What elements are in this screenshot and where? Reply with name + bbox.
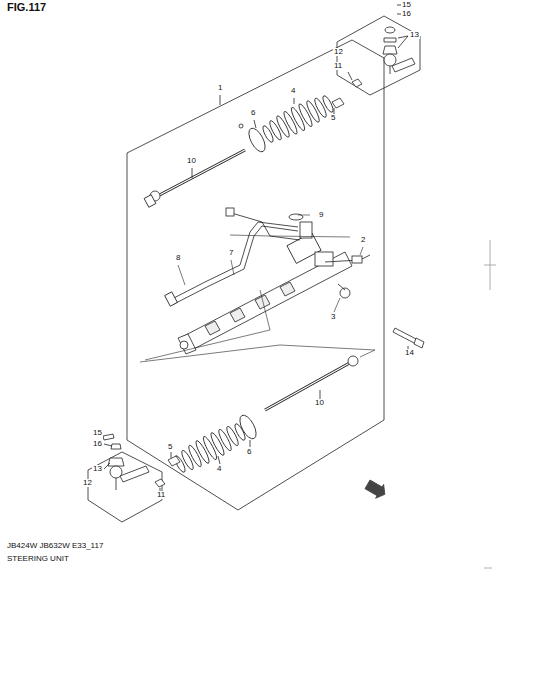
callout-number: 4 [290, 87, 296, 95]
group-outline [337, 16, 420, 95]
callout-number: 10 [186, 157, 197, 165]
callout-number: 11 [156, 491, 166, 499]
callout-number: 15 [401, 1, 412, 9]
callout-number: 14 [404, 349, 415, 357]
callout-number: 11 [333, 62, 343, 70]
callout-number: 6 [250, 109, 256, 117]
caption-text: STEERING UNIT [6, 555, 70, 563]
callout-number: 12 [333, 48, 344, 56]
tie-rod [265, 356, 358, 410]
group-outline [88, 452, 162, 522]
callout-number: 3 [330, 313, 336, 321]
callout-number: 7 [228, 249, 234, 257]
pipe [325, 255, 370, 262]
tie-rod-end [352, 27, 415, 87]
callout-number: 13 [409, 31, 420, 39]
callout-number: 12 [82, 479, 93, 487]
callout-number: 5 [330, 114, 336, 122]
boot [173, 422, 247, 473]
callout-number: 1 [217, 84, 223, 92]
callout-number: 4 [216, 465, 222, 473]
caption-text: JB424W JB632W E33_117 [6, 542, 104, 550]
callout-number: 15 [92, 429, 103, 437]
front-arrow-icon [364, 477, 389, 501]
assembly-outline [127, 40, 384, 510]
pipe [170, 222, 298, 300]
callout-number: 10 [314, 399, 325, 407]
callout-number: 5 [167, 443, 173, 451]
clamp [237, 413, 260, 442]
clamp [246, 126, 269, 155]
callout-number: 2 [360, 236, 366, 244]
boot [261, 94, 335, 143]
tie-rod [144, 150, 245, 207]
pipe [174, 226, 298, 304]
steering-gear-case [178, 214, 352, 354]
tie-rod-end [103, 434, 165, 490]
callout-number: 9 [318, 211, 324, 219]
boot-fold [233, 422, 247, 441]
figure-title: FIG.117 [6, 2, 47, 13]
callout-number: 13 [92, 465, 103, 473]
callout-number: 6 [246, 448, 252, 456]
callout-number: 8 [175, 254, 181, 262]
callout-number: 16 [401, 10, 412, 18]
callout-number: 16 [92, 440, 103, 448]
